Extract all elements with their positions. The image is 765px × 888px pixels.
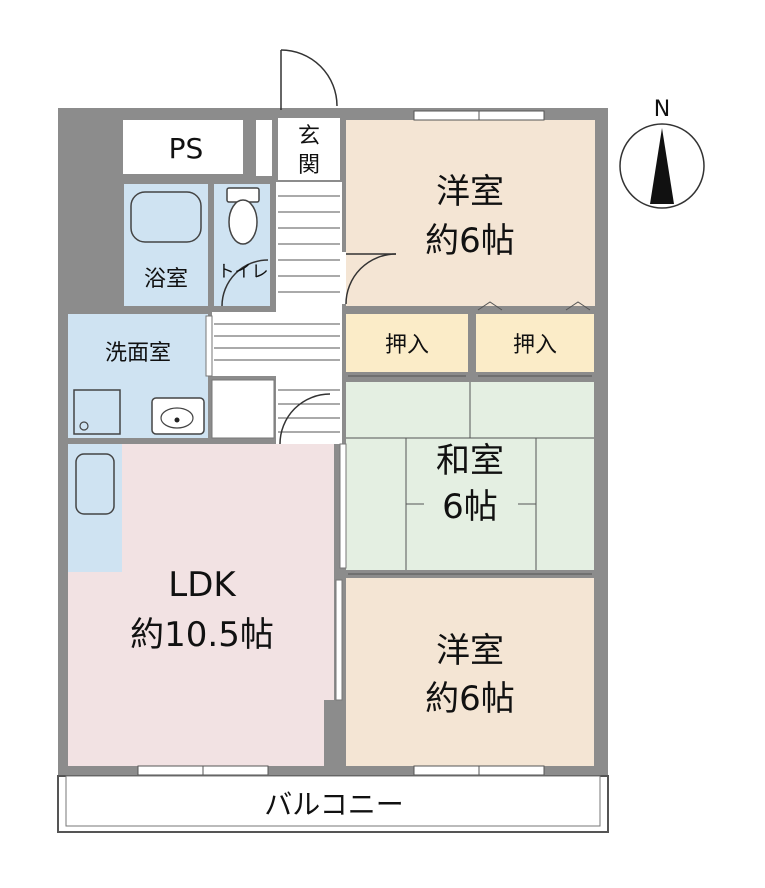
balcony-label: バルコニー [264, 788, 403, 821]
closet-1 [346, 314, 468, 372]
sink-icon [75, 453, 115, 515]
entrance-label-1: 玄 [298, 124, 320, 149]
ldk-window [137, 765, 269, 776]
ldk-size: 約10.5帖 [130, 615, 274, 655]
closet-1-label: 押入 [385, 333, 429, 358]
western-room-1-door-icon [340, 252, 397, 305]
washroom-door [205, 315, 213, 377]
closet-2 [476, 314, 594, 372]
japanese-room-sliding-doors [339, 443, 592, 575]
western-room-1 [346, 120, 595, 306]
corridor-cabinet [211, 379, 275, 439]
western-room-1-window [413, 110, 545, 121]
shaft [256, 120, 272, 176]
western-room-2-window [413, 765, 545, 776]
ldk-room [68, 444, 334, 766]
toilet-icon [226, 187, 260, 245]
bathtub-icon [130, 191, 202, 243]
faucet-icon [174, 417, 180, 423]
washroom-label: 洗面室 [105, 341, 171, 366]
western-room-1-name: 洋室 [436, 172, 504, 212]
western-room-2-name: 洋室 [436, 631, 504, 671]
entrance-room [278, 118, 340, 180]
balcony [57, 775, 609, 833]
japanese-room-size: 6帖 [442, 487, 498, 527]
entrance-label-2: 関 [298, 153, 320, 178]
japanese-room-name: 和室 [436, 441, 504, 481]
bathroom-label: 浴室 [144, 267, 188, 292]
toilet-door-icon [221, 259, 269, 307]
ldk-sliding-partition [335, 579, 343, 701]
washing-machine-icon [73, 389, 121, 435]
western-room-2 [346, 578, 594, 766]
drain-icon [79, 421, 89, 431]
western-room-1-size: 約6帖 [425, 221, 515, 261]
entrance-door-icon [280, 49, 338, 110]
compass-letter: N [654, 97, 670, 122]
basin-bowl-icon [160, 407, 194, 429]
closet-door-tracks [348, 301, 592, 377]
compass-icon [619, 123, 705, 209]
ps-label: PS [169, 132, 204, 165]
washbasin-icon [151, 397, 205, 435]
ldk-name: LDK [168, 565, 237, 605]
tatami-lines [346, 382, 594, 570]
ldk-door-icon [279, 393, 331, 445]
toilet-label: トイレ [218, 262, 269, 282]
ps-room [123, 120, 243, 174]
closet-2-label: 押入 [513, 333, 557, 358]
western-room-2-size: 約6帖 [425, 679, 515, 719]
